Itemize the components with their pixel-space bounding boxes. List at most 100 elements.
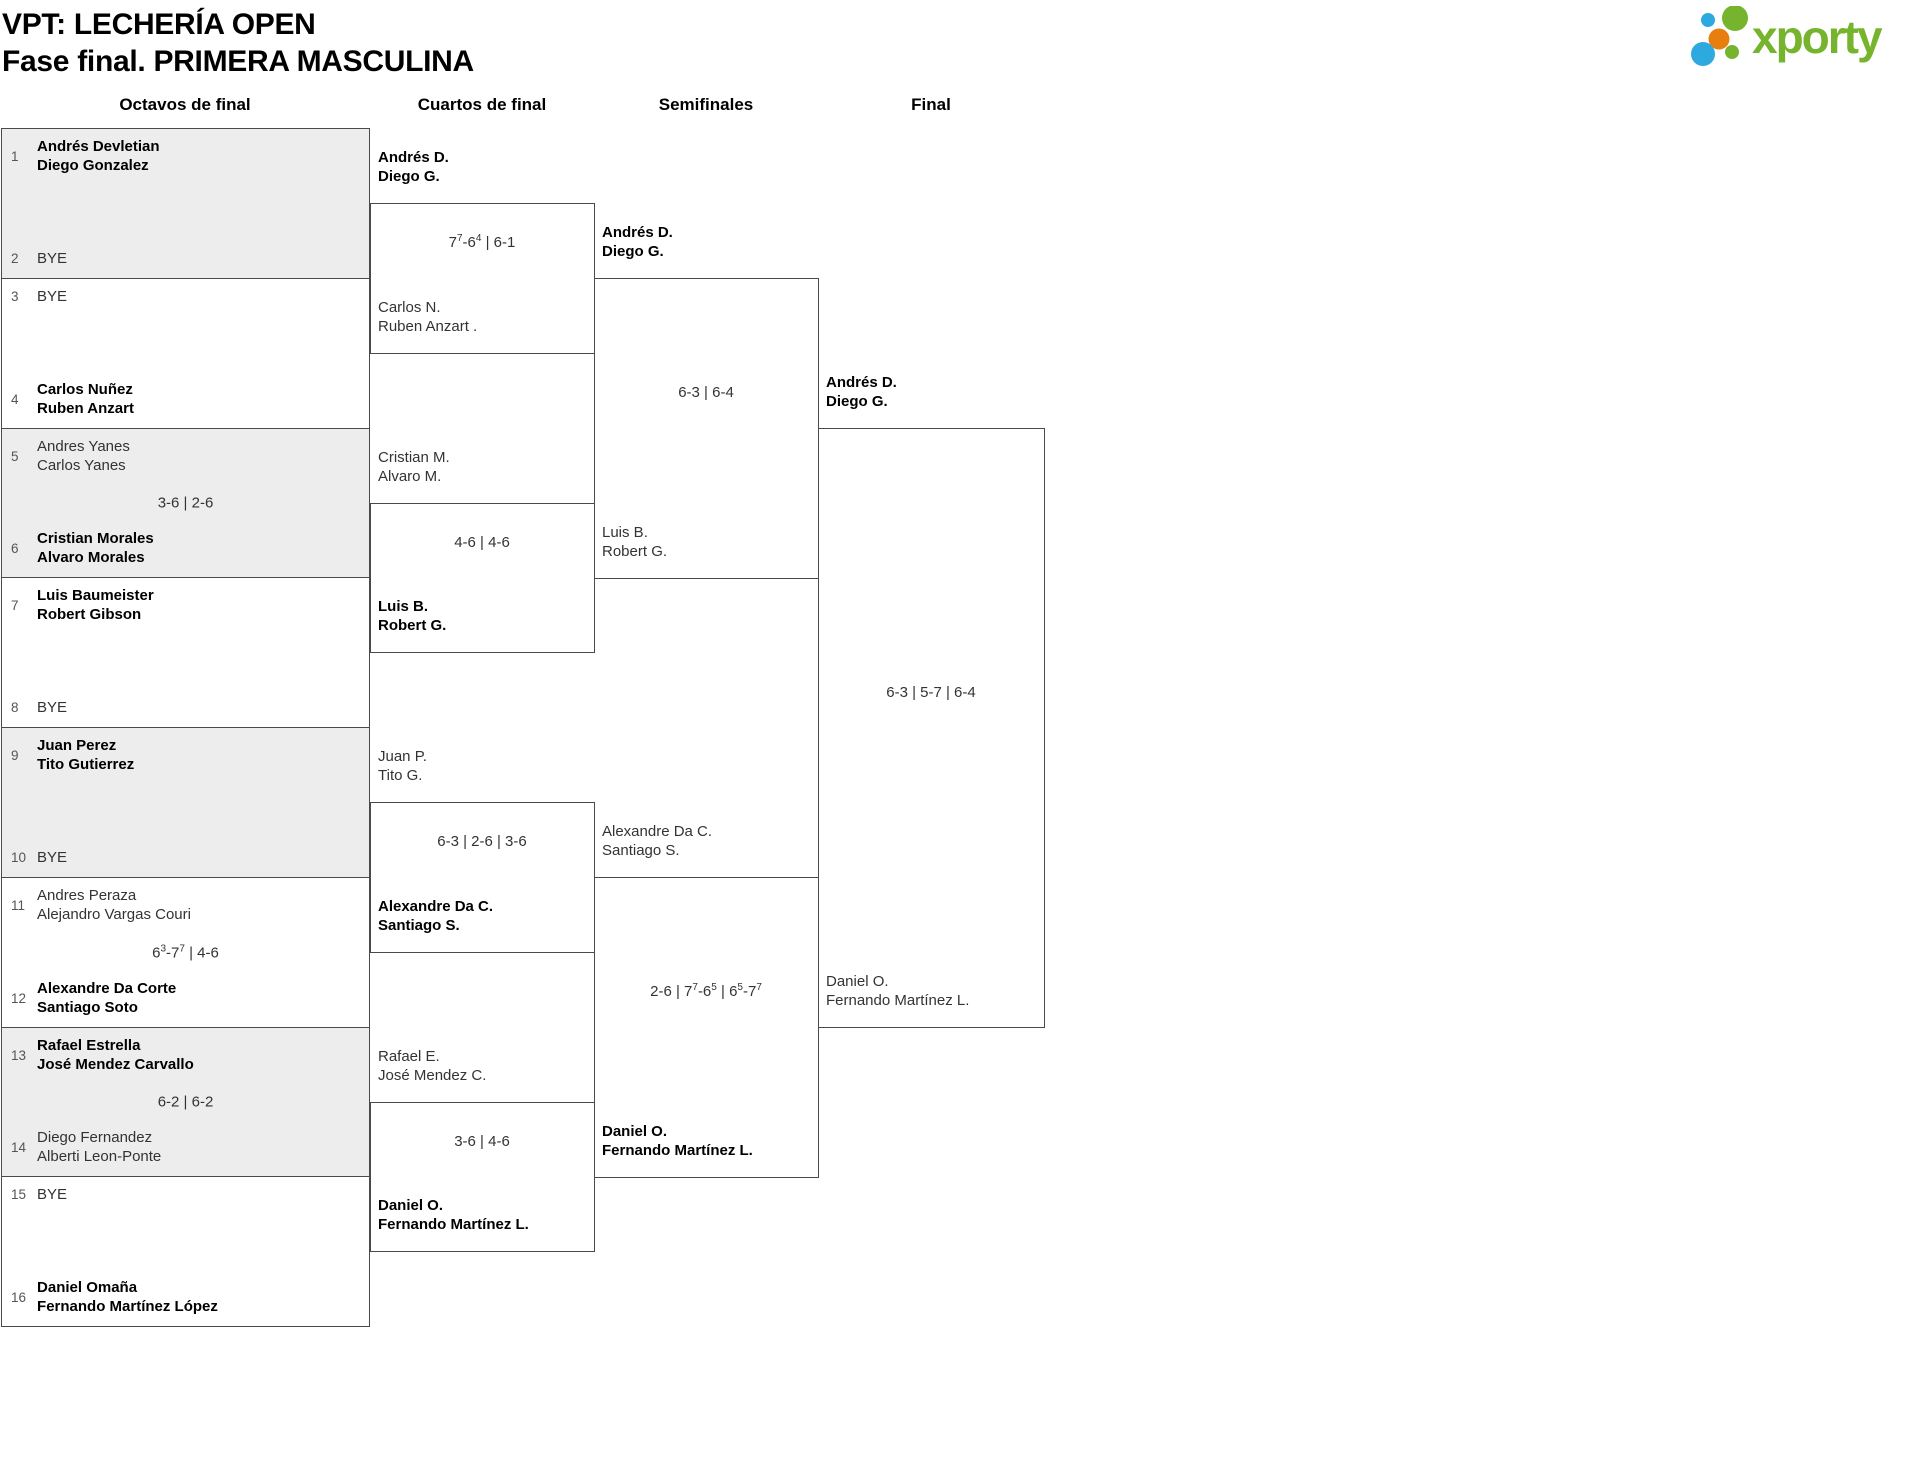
team-name-lines: Daniel O. Fernando Martínez L. — [602, 1122, 753, 1160]
seed-number: 11 — [11, 897, 26, 913]
xporty-logo-text: xporty — [1752, 11, 1883, 63]
team-name-line: Daniel O. — [378, 1197, 444, 1214]
team-name-line: Carlos Yanes — [37, 457, 126, 474]
team-name-line: Diego Gonzalez — [37, 157, 149, 174]
team-name-lines: BYE — [37, 698, 67, 717]
team-name-line: Alexandre Da C. — [378, 898, 494, 915]
seed-number: 4 — [11, 391, 19, 407]
team-name-lines: Daniel O.Fernando Martínez L. — [826, 972, 969, 1010]
team-name-line: Diego G. — [378, 168, 440, 185]
team-name-line: BYE — [37, 1186, 68, 1203]
xporty-logo-dots-icon — [1691, 6, 1748, 66]
team-name-line: Fernando Martínez López — [37, 1298, 218, 1315]
team-name-line: Robert G. — [378, 617, 447, 634]
team-name-line: Diego Fernandez — [37, 1129, 153, 1146]
team-name-line: Andres Peraza — [37, 887, 137, 904]
xporty-logo[interactable]: xporty — [1688, 4, 1918, 70]
seed-number: 16 — [11, 1289, 27, 1305]
seed-number: 14 — [11, 1139, 27, 1155]
match-score: 63-77 | 4-6 — [152, 943, 219, 962]
team-name-line: Daniel Omaña — [37, 1279, 138, 1296]
match-score: 3-6 | 4-6 — [454, 1133, 510, 1150]
team-name-lines: Rafael E.José Mendez C. — [378, 1047, 486, 1085]
team-label: Juan P. Tito G. — [378, 747, 427, 785]
team-name-line: Tito G. — [378, 767, 423, 784]
team-label: Alexandre Da C.Santiago S. — [602, 822, 712, 860]
team-label: Carlos N.Ruben Anzart . — [378, 298, 477, 336]
team-name-line: BYE — [37, 849, 68, 866]
team-name-line: Alvaro M. — [378, 468, 442, 485]
match-score: 6-2 | 6-2 — [157, 1093, 214, 1111]
team-name-line: Fernando Martínez L. — [602, 1142, 753, 1159]
team-name-line: Andrés D. — [378, 149, 449, 166]
seed-number: 3 — [11, 289, 19, 304]
seed-number: 7 — [11, 597, 19, 613]
match-score: 6-3 | 5-7 | 6-4 — [886, 684, 976, 701]
team-name-line: Andrés Devletian — [37, 138, 160, 155]
match-box — [818, 428, 1045, 1028]
team-name-line: Juan P. — [378, 748, 427, 765]
team-name-lines: Juan P. Tito G. — [378, 747, 427, 785]
team-label: Andrés D.Diego G. — [602, 223, 673, 261]
team-name-lines: BYE — [37, 287, 67, 306]
tournament-title: VPT: LECHERÍA OPEN — [2, 8, 316, 41]
team-name-lines: Luis B.Robert G. — [602, 523, 667, 561]
team-name-line: Andres Yanes — [37, 438, 130, 455]
team-name-line: BYE — [37, 250, 68, 267]
team-name-lines: Cristian M. Alvaro M. — [378, 448, 450, 486]
team-name-line: Andrés D. — [826, 374, 897, 391]
seed-number: 5 — [11, 448, 19, 464]
team-name-lines: BYE — [37, 249, 67, 268]
seed-number: 1 — [11, 148, 19, 164]
team-name-line: Cristian Morales — [37, 530, 154, 547]
match-score: 3-6 | 2-6 — [157, 494, 214, 512]
team-name-line: Alejandro Vargas Couri — [37, 906, 191, 923]
team-name-line: Santiago S. — [378, 917, 460, 934]
team-label: Daniel O.Fernando Martínez L. — [826, 972, 969, 1010]
team-label: Cristian M. Alvaro M. — [378, 448, 450, 486]
team-name-line: BYE — [37, 288, 68, 305]
team-name-line: Alvaro Morales — [37, 549, 145, 566]
team-name-lines: Alexandre Da C. Santiago S. — [378, 897, 493, 935]
team-name-line: Daniel O. — [602, 1123, 668, 1140]
team-name-line: Daniel O. — [826, 973, 889, 990]
round-header-final: Final — [911, 95, 951, 114]
team-label: Rafael E.José Mendez C. — [378, 1047, 486, 1085]
team-name-line: Ruben Anzart . — [378, 318, 478, 335]
team-label: Luis B.Robert G. — [602, 523, 667, 561]
team-name-line: Luis Baumeister — [37, 587, 154, 604]
round-header-cuartos: Cuartos de final — [417, 95, 547, 114]
team-name-line: Cristian M. — [378, 449, 450, 466]
match-score: 6-3 | 6-4 — [678, 384, 734, 401]
tournament-subtitle: Fase final. PRIMERA MASCULINA — [2, 45, 474, 78]
team-name-lines: BYE — [37, 1185, 67, 1204]
team-label: Andrés D. Diego G. — [378, 148, 449, 186]
team-name-line: Diego G. — [826, 393, 888, 410]
team-name-lines: Andrés D. Diego G. — [826, 373, 897, 411]
team-name-line: Alexandre Da C. — [602, 823, 713, 840]
team-label: Luis B.Robert G. — [378, 597, 446, 635]
seed-number: 12 — [11, 990, 27, 1006]
